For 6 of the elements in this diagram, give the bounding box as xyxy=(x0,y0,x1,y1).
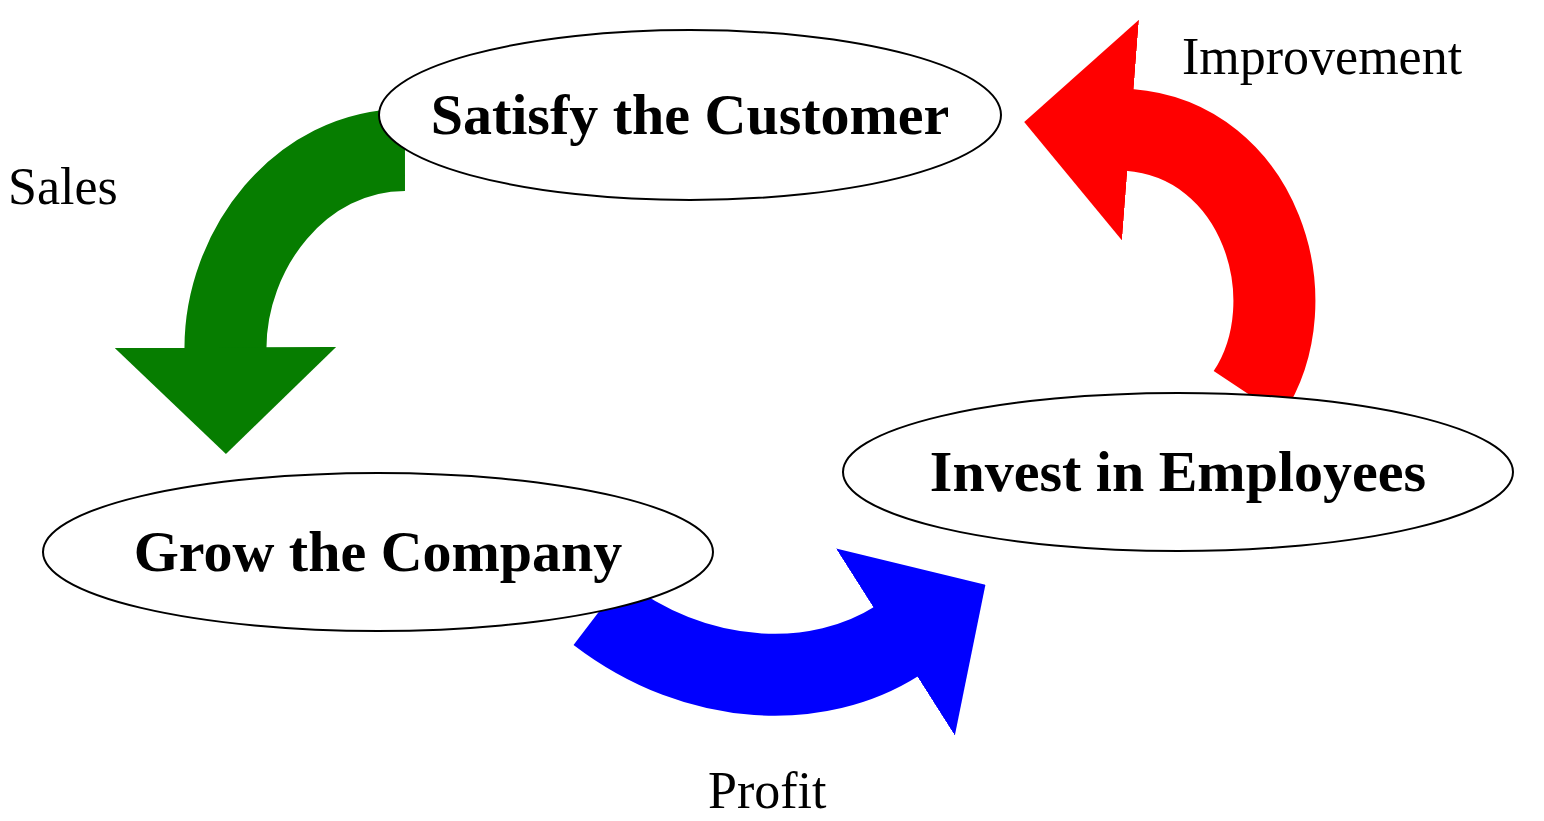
node-label: Grow the Company xyxy=(132,520,624,584)
node-label: Invest in Employees xyxy=(928,440,1428,504)
edge-label: Improvement xyxy=(1182,28,1463,86)
edge-label: Profit xyxy=(708,762,827,820)
edge-label: Sales xyxy=(8,158,118,216)
node-label: Satisfy the Customer xyxy=(429,83,951,147)
